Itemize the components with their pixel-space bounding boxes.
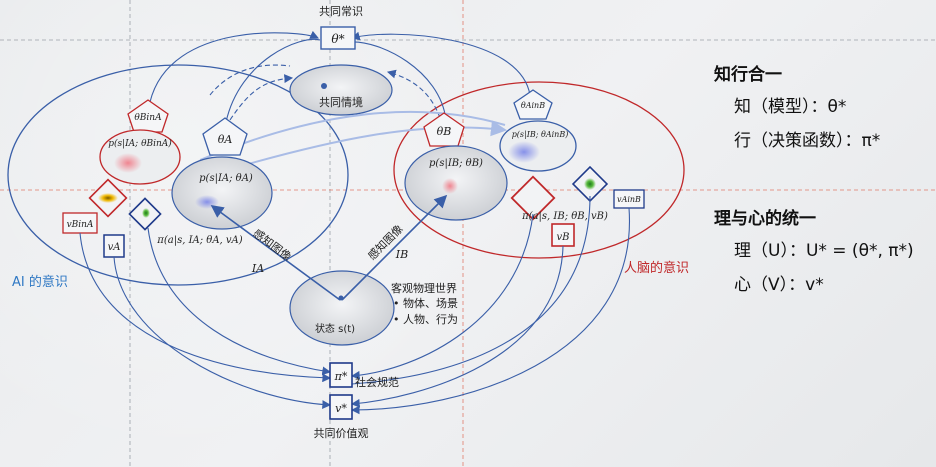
- cross-arrows: [199, 110, 507, 173]
- I-a-label: IA: [251, 262, 264, 275]
- inner-ai-ellipse: [171, 156, 273, 230]
- p-inner-b-label: p(s|IB; θB): [429, 158, 483, 169]
- shared-values-label: 共同价值观: [314, 427, 369, 440]
- unity-li-xin-heading: 理与心的统一: [714, 209, 816, 229]
- p-binA-label: p(s|IA; θBinA): [108, 138, 172, 149]
- state-label: 状态 s(t): [315, 322, 355, 335]
- pi-star-box: [329, 362, 353, 388]
- p-binA-blob: [114, 153, 142, 173]
- right-red-diamond: [510, 175, 556, 221]
- human-consciousness-label: 人脑的意识: [624, 260, 689, 276]
- xin-line: 心（V）：v*: [734, 275, 824, 295]
- pi-b-label: π(a|s, IB; θB, vB): [521, 211, 608, 222]
- unity-knowing-acting-heading: 知行合一: [714, 65, 782, 85]
- human-consciousness-ellipse: [393, 81, 685, 259]
- shared-context-dot: [321, 83, 327, 89]
- pi-star-symbol: π*: [334, 370, 348, 383]
- v-ainB-symbol: vAinB: [617, 195, 641, 204]
- v-star-box: [329, 394, 353, 420]
- acting-policy-line: 行（决策函数）：π*: [734, 131, 881, 151]
- bottom-connectors: [79, 195, 630, 415]
- theta-star-symbol: θ*: [331, 32, 344, 46]
- theta-a-symbol: θA: [218, 133, 233, 146]
- shared-context-ellipse: [289, 64, 393, 116]
- theta-ainB-symbol: θAinB: [521, 101, 545, 110]
- v-a-symbol: vA: [108, 242, 121, 253]
- world-item-2: • 人物、行为: [393, 312, 458, 326]
- I-b-label: IB: [395, 248, 408, 261]
- state-ellipse: [289, 270, 395, 346]
- right-green-blob: [584, 178, 596, 190]
- v-binA-symbol: vBinA: [67, 220, 94, 230]
- p-ainB-label: p(s|IB; θAinB): [512, 130, 569, 139]
- p-ainB-blob: [508, 141, 540, 163]
- perceive-b-arrow: [341, 194, 448, 301]
- top-connectors: [149, 30, 531, 123]
- shared-common-sense-label: 共同常识: [319, 5, 363, 18]
- world-title: 客观物理世界: [391, 281, 457, 295]
- v-b-symbol: vB: [557, 232, 570, 243]
- theta-ainB-pentagon: [513, 89, 553, 120]
- theta-a-pentagon: [202, 117, 248, 156]
- social-norms-label: 社会规范: [355, 375, 399, 389]
- ai-consciousness-ellipse: [7, 64, 349, 286]
- world-item-1: • 物体、场景: [393, 296, 458, 310]
- li-line: 理（U）：U* = (θ*, π*): [734, 241, 914, 261]
- theta-b-pentagon: [423, 112, 465, 147]
- theta-binA-symbol: θBinA: [134, 113, 162, 123]
- knowing-model-line: 知（模型）：θ*: [734, 97, 847, 117]
- ai-consciousness-label: AI 的意识: [12, 274, 68, 290]
- left-green-blob: [142, 208, 150, 218]
- left-orange-blob: [98, 193, 118, 203]
- inner-ai-blob: [195, 195, 219, 209]
- pi-a-label: π(a|s, IA; θA, vA): [156, 235, 242, 246]
- perceive-a-arrow: [210, 205, 341, 301]
- v-star-symbol: v*: [335, 402, 347, 415]
- inner-human-blob: [442, 178, 458, 194]
- theta-star-box: [320, 26, 356, 50]
- p-inner-a-label: p(s|IA; θA): [199, 173, 253, 184]
- perceive-a-label: 感知图像: [251, 226, 295, 264]
- shared-context-label: 共同情境: [319, 95, 363, 109]
- theta-b-symbol: θB: [437, 125, 452, 138]
